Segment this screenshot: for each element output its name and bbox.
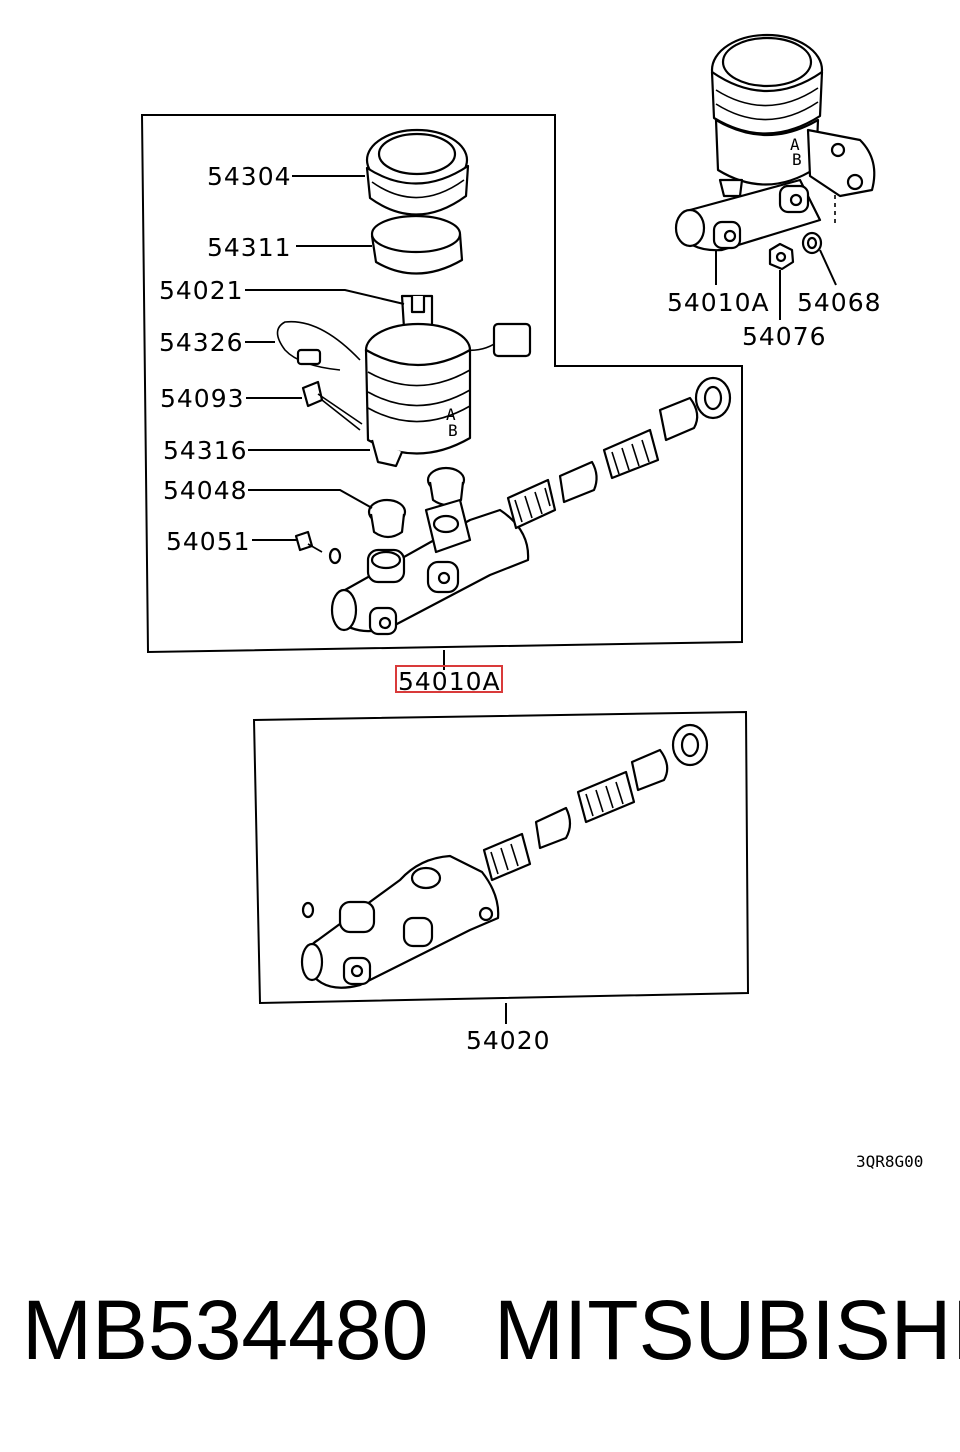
brand-name: MITSUBISHI: [494, 1283, 960, 1377]
svg-text:A: A: [446, 405, 456, 424]
callout-leaders: [245, 175, 405, 541]
callout-54051: 54051: [166, 527, 251, 556]
highlight-box-54010a: [395, 665, 503, 693]
inset-master-cylinder-drawing: A B: [674, 33, 876, 320]
callout-54010a-inset: 54010A: [667, 288, 770, 317]
svg-text:B: B: [448, 421, 458, 440]
callout-54068: 54068: [797, 288, 882, 317]
callout-54048: 54048: [163, 476, 248, 505]
drawing-code: 3QR8G00: [856, 1152, 923, 1171]
callout-54021: 54021: [159, 276, 244, 305]
callout-54076: 54076: [742, 322, 827, 351]
svg-text:A: A: [790, 135, 800, 154]
callout-54326: 54326: [159, 328, 244, 357]
part-number: MB534480: [22, 1283, 429, 1377]
main-exploded-drawing: A B: [276, 128, 732, 670]
callout-54093: 54093: [160, 384, 245, 413]
cylinder-kit-frame: [252, 710, 750, 1005]
svg-text:B: B: [792, 150, 802, 169]
callout-54316: 54316: [163, 436, 248, 465]
callout-54304: 54304: [207, 162, 292, 191]
main-assembly-frame: [140, 114, 743, 654]
callout-54020: 54020: [466, 1026, 551, 1055]
cylinder-kit-drawing: [300, 723, 709, 1024]
callout-54311: 54311: [207, 233, 292, 262]
callout-54010a-main: 54010A: [398, 667, 501, 696]
